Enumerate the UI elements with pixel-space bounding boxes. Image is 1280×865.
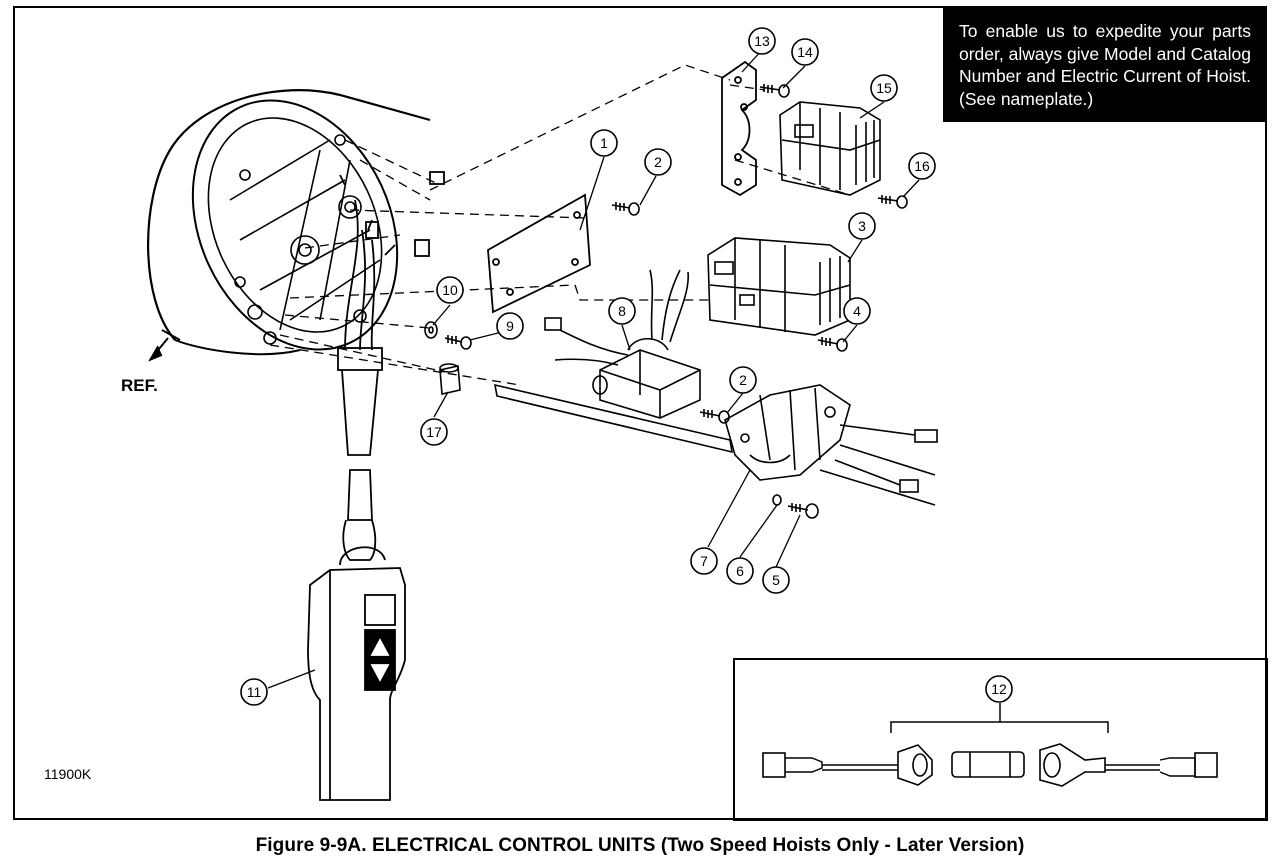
callout-9: 9 [506, 318, 514, 334]
figure-frame [13, 6, 1267, 820]
callout-2-lower: 2 [739, 372, 747, 388]
screw-5 [787, 503, 819, 519]
callout-3: 3 [858, 218, 866, 234]
washer-6 [772, 494, 782, 506]
callout-12: 12 [991, 681, 1007, 697]
contactor-3 [707, 237, 851, 336]
bracket-13 [721, 60, 757, 197]
callout-15: 15 [876, 80, 892, 96]
callout-7: 7 [700, 553, 708, 569]
ref-label: REF. [121, 376, 158, 395]
figure-caption: Figure 9-9A. ELECTRICAL CONTROL UNITS (T… [255, 835, 1025, 856]
contactor-15 [779, 101, 881, 196]
screw-16 [877, 195, 908, 209]
washer-10 [424, 321, 438, 339]
callout-circles [240, 27, 1013, 706]
limit-switch-7 [724, 384, 938, 506]
callout-16: 16 [914, 158, 930, 174]
callout-2-upper: 2 [654, 154, 662, 170]
screw-4 [817, 337, 848, 352]
callout-17: 17 [426, 424, 442, 440]
callout-8: 8 [618, 303, 626, 319]
callout-4: 4 [853, 303, 861, 319]
screw-9 [444, 335, 472, 350]
callout-1: 1 [600, 135, 608, 151]
screw-2-upper [611, 202, 640, 216]
hoist-housing-ref [147, 89, 431, 362]
callout-6: 6 [736, 563, 744, 579]
inset-fuse-holder-12 [733, 658, 1268, 821]
callout-10: 10 [442, 282, 458, 298]
shaft-rod [493, 383, 733, 454]
callout-13: 13 [754, 33, 770, 49]
screw-14 [759, 84, 790, 98]
cable-and-pendant-11 [307, 171, 445, 801]
callout-14: 14 [797, 44, 813, 60]
figure-code: 11900K [44, 766, 92, 782]
ordering-notice: To enable us to expedite your parts orde… [943, 8, 1265, 122]
spacer-17 [439, 363, 461, 395]
transformer-8 [544, 269, 701, 419]
panel-1 [487, 193, 591, 314]
callout-11: 11 [247, 684, 262, 700]
callout-5: 5 [772, 572, 780, 588]
